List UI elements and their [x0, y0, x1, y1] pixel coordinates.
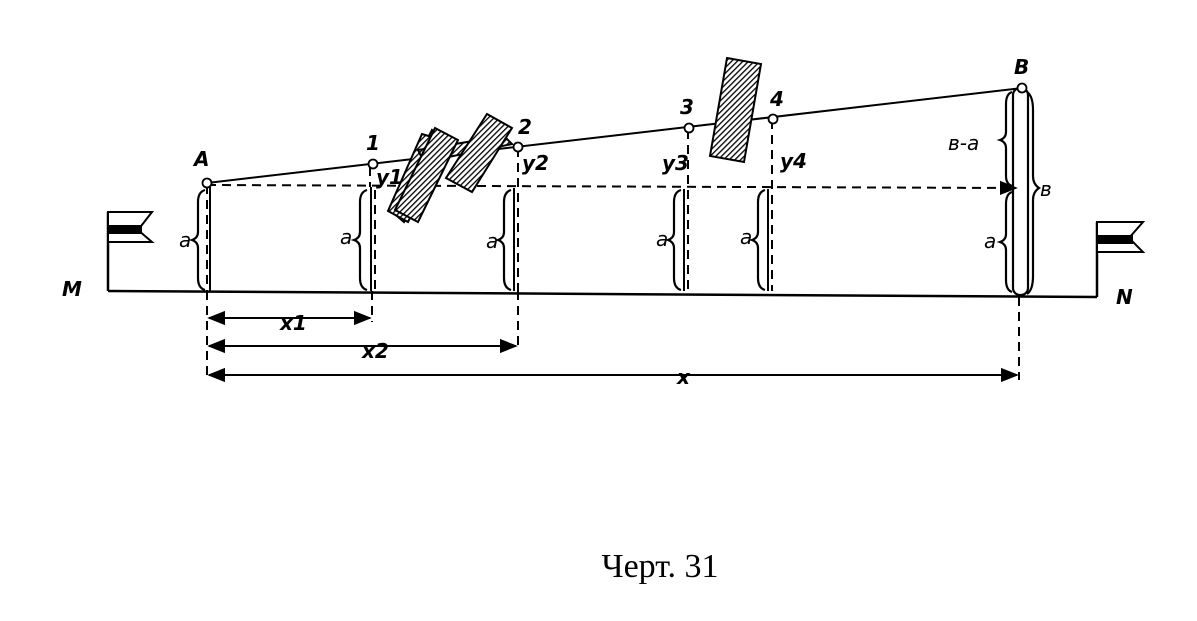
label-a-2: a: [486, 229, 498, 253]
label-a-A: a: [179, 228, 191, 252]
label-2: 2: [518, 115, 532, 139]
flag-right-icon: [1095, 221, 1146, 297]
ground-line: [107, 289, 1098, 299]
label-3: 3: [680, 95, 694, 119]
obstacle-block: [708, 56, 763, 164]
point-2: [512, 141, 524, 153]
reference-line: [206, 180, 1018, 196]
label-a-1: a: [340, 225, 352, 249]
point-1: [367, 158, 379, 170]
label-a-B: a: [984, 229, 996, 253]
label-N: N: [1116, 285, 1133, 309]
label-B: B: [1014, 55, 1029, 79]
label-y3: y3: [662, 151, 689, 175]
label-x1: x1: [279, 311, 307, 335]
label-y2: y2: [522, 151, 549, 175]
label-a-3: a: [656, 227, 668, 251]
label-M: M: [62, 277, 82, 301]
label-x2: x2: [361, 339, 389, 363]
obstacle-building: [386, 112, 515, 224]
point-4: [767, 113, 779, 125]
flag-left-icon: [106, 211, 155, 291]
label-b-minus-a: в-a: [948, 131, 979, 155]
point-B: [1016, 82, 1028, 94]
label-a-4: a: [740, 225, 752, 249]
figure-caption: Черт. 31: [601, 548, 719, 585]
label-A: A: [192, 147, 209, 171]
label-y4: y4: [780, 149, 807, 173]
point-A: [201, 177, 213, 189]
label-x: x: [676, 365, 691, 389]
label-b: в: [1040, 177, 1052, 201]
label-1: 1: [366, 131, 380, 155]
point-3: [683, 122, 695, 134]
sight-line-AB: [206, 87, 1023, 184]
label-4: 4: [769, 87, 784, 111]
label-y1: y1: [376, 165, 403, 189]
